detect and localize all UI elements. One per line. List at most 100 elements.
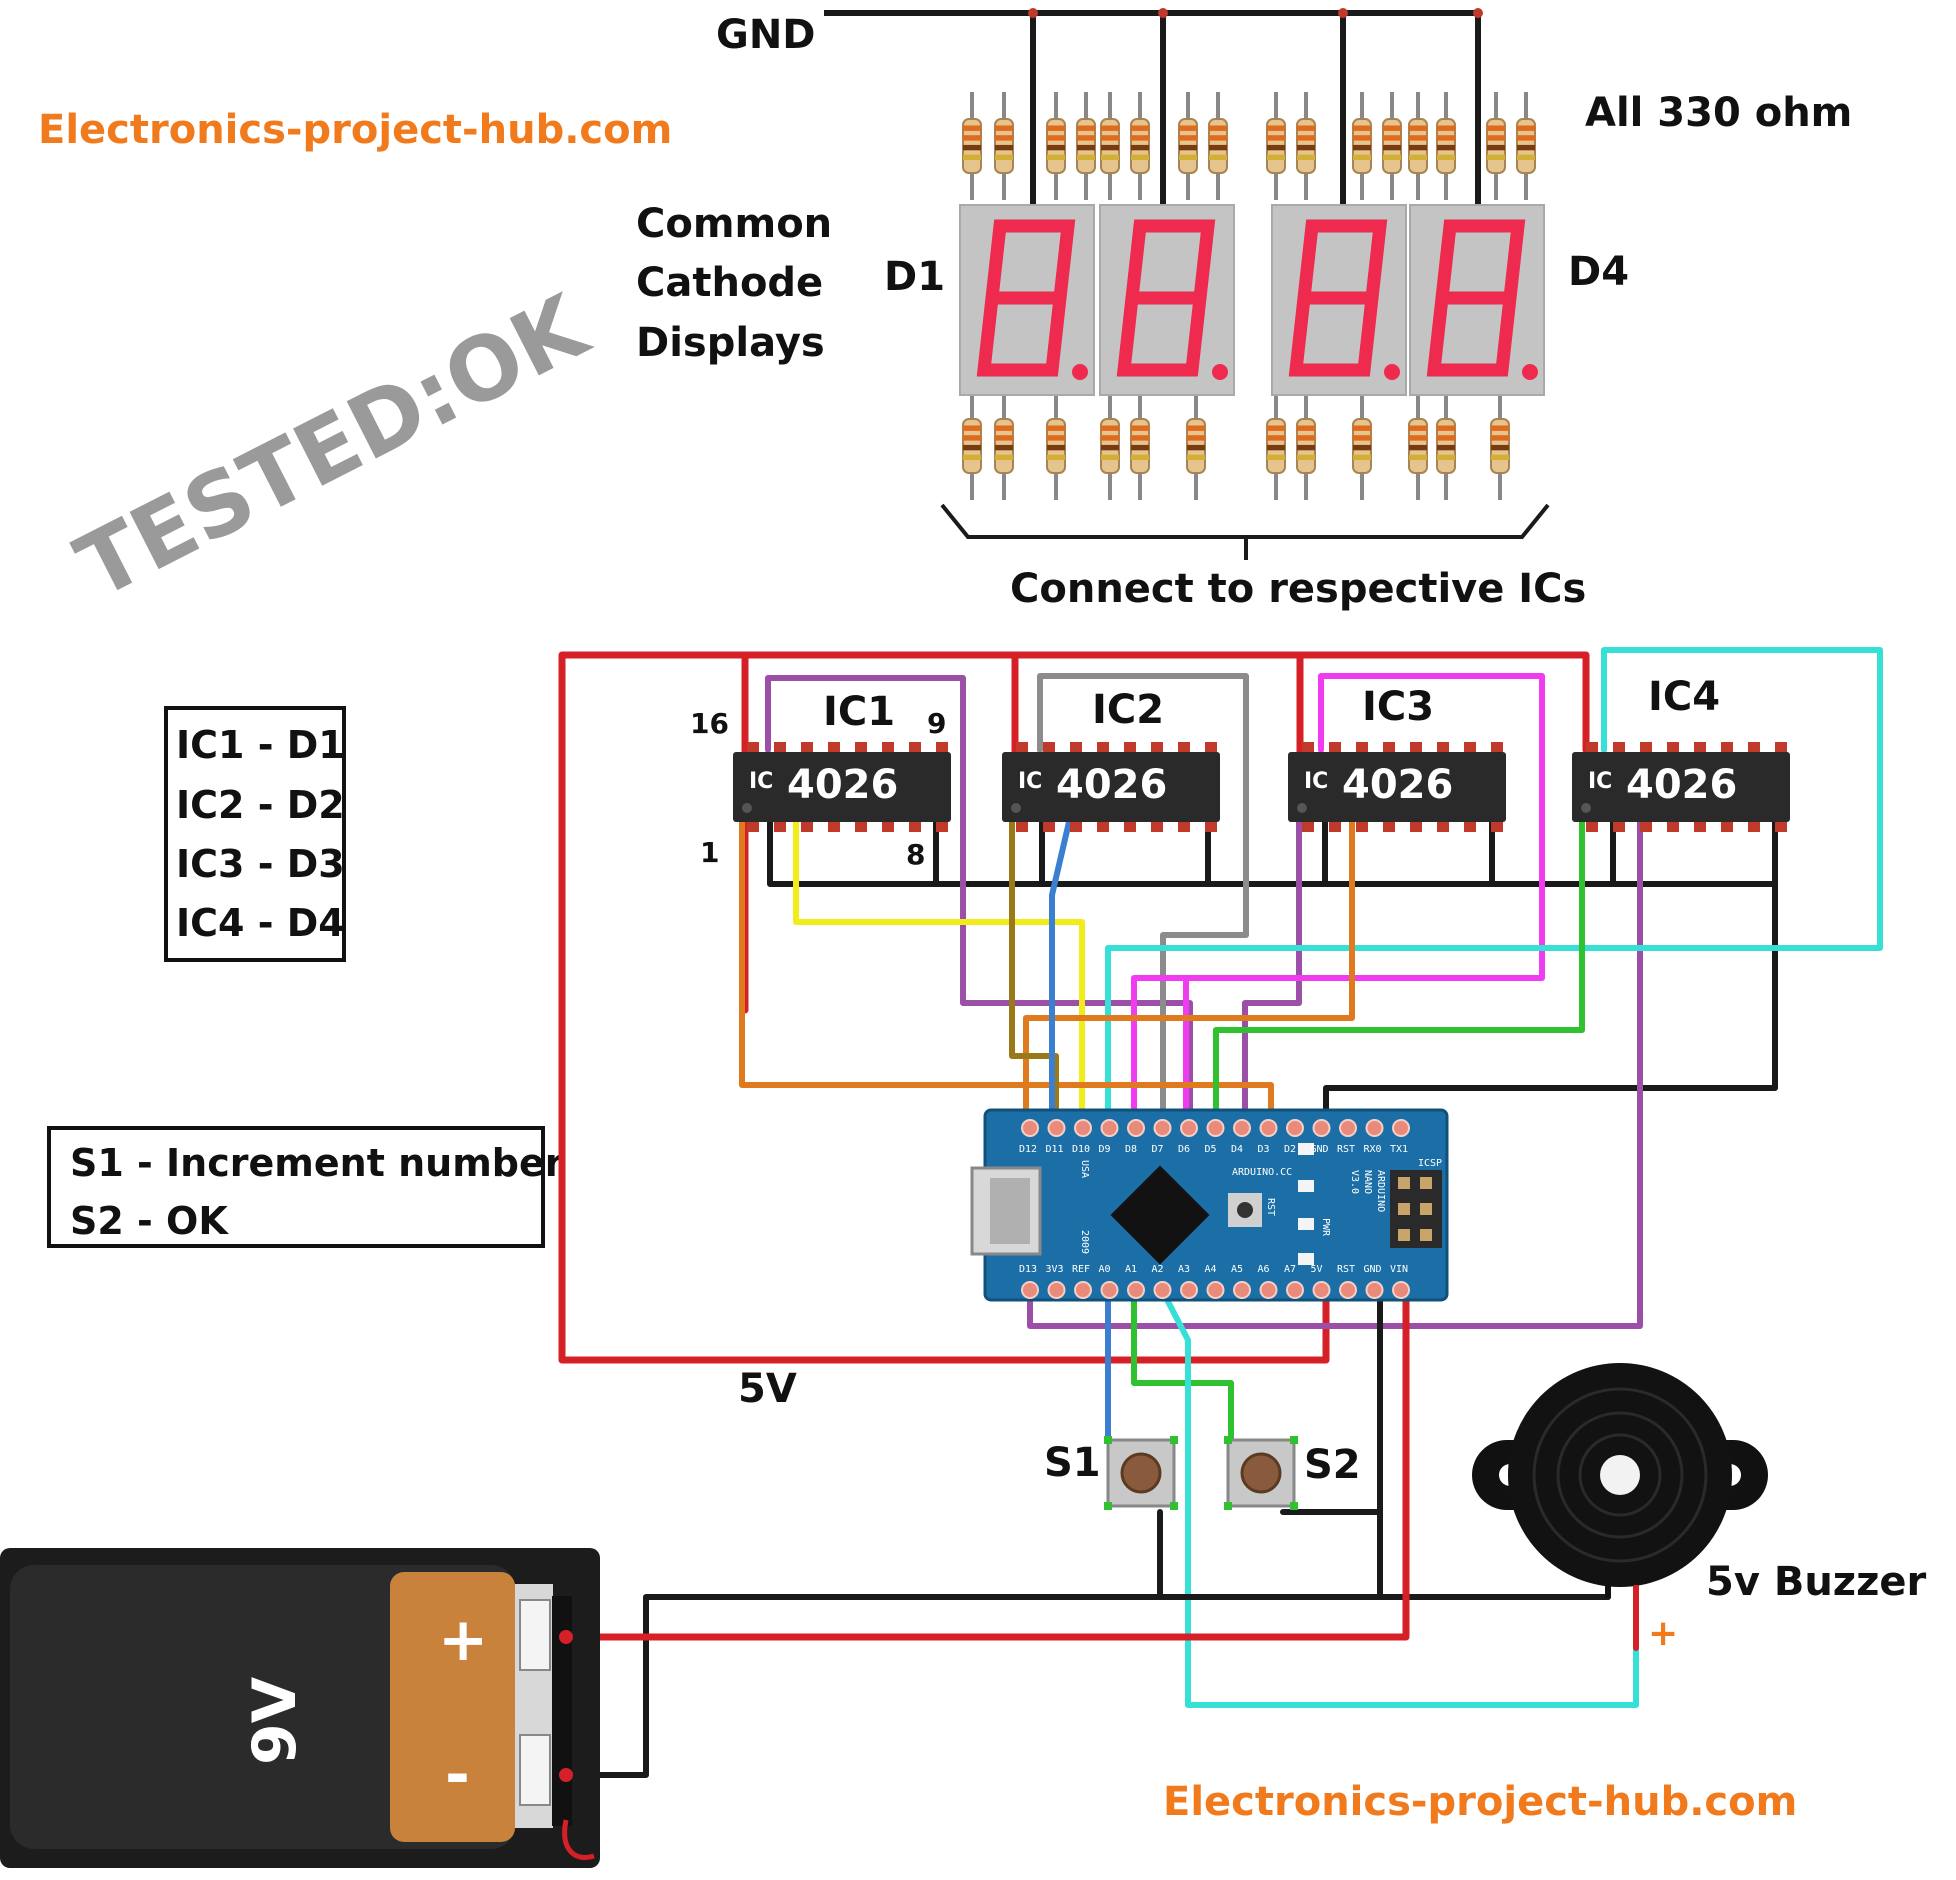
arduino-pin: D6 bbox=[1178, 1119, 1198, 1155]
battery-9v bbox=[0, 1548, 600, 1868]
wire-yellow bbox=[793, 819, 1085, 1128]
buzzer bbox=[1472, 1363, 1768, 1630]
resistor bbox=[1382, 92, 1402, 200]
buzzer-plus-label: + bbox=[1648, 1613, 1678, 1654]
arduino-pin: D9 bbox=[1099, 1119, 1119, 1155]
arduino-pin: A0 bbox=[1099, 1264, 1119, 1299]
arduino-pin: A7 bbox=[1284, 1264, 1304, 1299]
arduino-pin-label: A6 bbox=[1258, 1264, 1270, 1275]
ic-part-number: 4026 bbox=[1056, 762, 1167, 808]
resistor bbox=[1100, 92, 1120, 200]
arduino-pin: A2 bbox=[1152, 1264, 1172, 1299]
seven-segment-digit bbox=[1409, 204, 1545, 396]
resistor bbox=[1296, 392, 1316, 500]
supply-label: 5V bbox=[738, 1366, 797, 1412]
arduino-pin: D13 bbox=[1019, 1264, 1039, 1299]
arduino-pin: D2 bbox=[1284, 1119, 1304, 1155]
arduino-pin: A6 bbox=[1258, 1264, 1278, 1299]
resistor bbox=[1296, 92, 1316, 200]
wire-orange bbox=[1023, 819, 1355, 1128]
d4-label: D4 bbox=[1568, 249, 1629, 295]
arduino-pin-label: A7 bbox=[1284, 1264, 1296, 1275]
wire-cyan bbox=[1105, 647, 1883, 1128]
bracket bbox=[940, 503, 1550, 560]
ic-4026: IC 4026 bbox=[1002, 742, 1220, 832]
s1-label: S1 bbox=[1044, 1440, 1101, 1486]
resistor bbox=[1130, 92, 1150, 200]
gnd-label: GND bbox=[716, 12, 816, 58]
arduino-pin: D5 bbox=[1205, 1119, 1225, 1155]
arduino-pin: D11 bbox=[1046, 1119, 1066, 1155]
resistor bbox=[1046, 92, 1066, 200]
resistor bbox=[1516, 92, 1536, 200]
arduino-text: PWR bbox=[1320, 1218, 1331, 1237]
resistor-value-label: All 330 ohm bbox=[1585, 90, 1852, 136]
arduino-pin-label: D4 bbox=[1231, 1144, 1243, 1155]
display-type-line1: Common bbox=[636, 201, 832, 247]
connect-note: Connect to respective ICs bbox=[1010, 566, 1586, 612]
wire-purple bbox=[765, 675, 1193, 1128]
wire-5v-red bbox=[741, 651, 1590, 754]
arduino-pin: D4 bbox=[1231, 1119, 1251, 1155]
arduino-text: V3.0 bbox=[1349, 1170, 1360, 1194]
resistor bbox=[1266, 92, 1286, 200]
arduino-pin-label: D8 bbox=[1125, 1144, 1137, 1155]
microcontroller-chip bbox=[1110, 1165, 1210, 1265]
arduino-text: USA bbox=[1079, 1160, 1090, 1178]
wire-magenta bbox=[1131, 673, 1545, 1128]
resistor bbox=[1486, 92, 1506, 200]
arduino-pin-label: A5 bbox=[1231, 1264, 1243, 1275]
resistor bbox=[1076, 92, 1096, 200]
arduino-pin-label: D3 bbox=[1258, 1144, 1270, 1155]
arduino-pin: RST bbox=[1337, 1264, 1357, 1299]
arduino-pin-label: GND bbox=[1364, 1264, 1382, 1275]
arduino-pin-label: RST bbox=[1337, 1264, 1355, 1275]
wire-ic-gnd bbox=[767, 819, 1778, 1128]
battery-minus: - bbox=[445, 1740, 470, 1810]
arduino-pin: D7 bbox=[1152, 1119, 1172, 1155]
resistor bbox=[962, 92, 982, 200]
ic-prefix: IC bbox=[749, 769, 773, 794]
arduino-pin-label: A0 bbox=[1099, 1264, 1111, 1275]
switch-s2[interactable] bbox=[1224, 1436, 1298, 1510]
resistor bbox=[962, 392, 982, 500]
arduino-pin-label: D6 bbox=[1178, 1144, 1190, 1155]
ic-prefix: IC bbox=[1018, 769, 1042, 794]
wires bbox=[558, 647, 1883, 1778]
arduino-pin: D10 bbox=[1072, 1119, 1092, 1155]
ic-pin-label: 1 bbox=[700, 836, 719, 869]
arduino-pin-label: REF bbox=[1072, 1264, 1090, 1275]
switch-s1[interactable] bbox=[1104, 1436, 1178, 1510]
arduino-pin-label: A4 bbox=[1205, 1264, 1217, 1275]
ic-map-line: IC2 - D2 bbox=[176, 783, 345, 827]
resistor bbox=[1178, 92, 1198, 200]
s2-label: S2 bbox=[1304, 1442, 1361, 1488]
arduino-pin-label: GND bbox=[1311, 1144, 1329, 1155]
seven-segment-digit bbox=[1271, 204, 1407, 396]
arduino-pin: 3V3 bbox=[1046, 1264, 1066, 1299]
wire-green bbox=[1131, 1287, 1234, 1443]
resistor bbox=[1436, 92, 1456, 200]
ic-title: IC1 bbox=[823, 689, 895, 735]
tested-watermark: TESTED:OK bbox=[61, 274, 605, 619]
arduino-pin-label: 3V3 bbox=[1046, 1264, 1064, 1275]
resistor bbox=[1352, 392, 1372, 500]
arduino-pin-label: D2 bbox=[1284, 1144, 1296, 1155]
wire-purple bbox=[1027, 819, 1643, 1329]
arduino-text: ARDUINO bbox=[1375, 1170, 1386, 1212]
ic-map-legend: IC1 - D1 IC2 - D2 IC3 - D3 IC4 - D4 bbox=[164, 706, 346, 962]
ic-map-line: IC4 - D4 bbox=[176, 901, 345, 945]
resistor bbox=[1436, 392, 1456, 500]
arduino-pin-label: D13 bbox=[1019, 1264, 1037, 1275]
arduino-pin-label: A1 bbox=[1125, 1264, 1137, 1275]
d1-label: D1 bbox=[884, 254, 945, 300]
seven-segment-digit bbox=[1099, 204, 1235, 396]
ic-prefix: IC bbox=[1588, 769, 1612, 794]
wire-cyan bbox=[1159, 1287, 1639, 1708]
arduino-pin-label: D7 bbox=[1152, 1144, 1164, 1155]
ic-pin-label: 16 bbox=[690, 707, 729, 740]
arduino-text: ICSP bbox=[1418, 1158, 1442, 1169]
battery-voltage: 9V bbox=[240, 1676, 310, 1765]
